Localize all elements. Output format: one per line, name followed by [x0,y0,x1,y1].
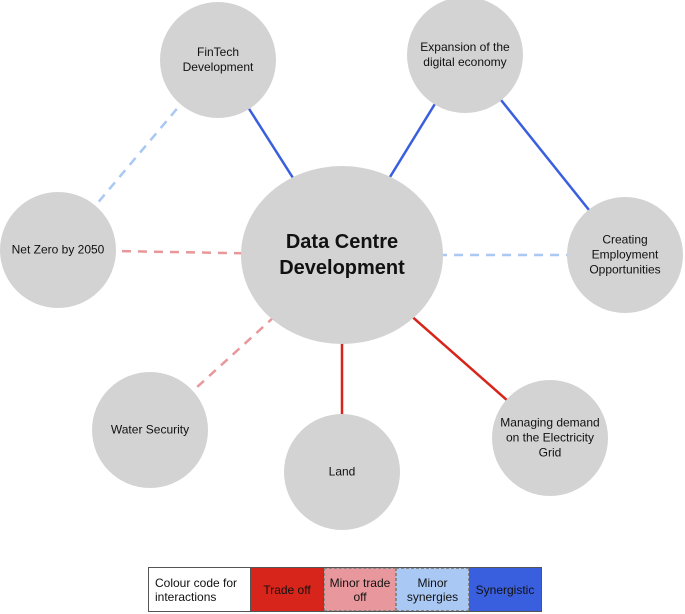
node-label-netzero: Net Zero by 2050 [11,242,105,257]
legend-minor-synergies: Minor synergies [396,568,469,611]
node-netzero [0,192,116,308]
legend: Colour code for interactions Trade off M… [148,567,542,612]
legend-minor-trade-off: Minor trade off [324,568,396,611]
node-digital [407,0,523,113]
node-grid [492,380,608,496]
legend-synergistic: Synergistic [469,568,541,611]
legend-title: Colour code for interactions [149,568,251,611]
node-label-employment: Creating Employment Opportunities [589,232,661,277]
node-label-digital: Expansion of the digital economy [420,40,510,69]
node-label-grid: Managing demand on the Electricity Grid [500,415,600,460]
node-label-water: Water Security [110,422,190,437]
node-land [284,414,400,530]
node-label-land: Land [328,464,356,479]
node-center [241,166,443,344]
center-label: Data Centre Development [279,231,405,279]
node-employment [567,197,683,313]
node-fintech [160,2,276,118]
node-label-fintech: FinTech Development [182,45,254,74]
legend-trade-off: Trade off [251,568,324,611]
node-water [92,372,208,488]
